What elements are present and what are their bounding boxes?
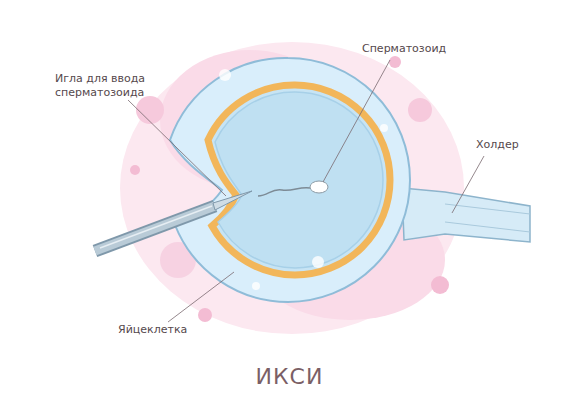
needle-label: Игла для ввода сперматозоида: [55, 72, 155, 100]
egg-label: Яйцеклетка: [118, 323, 228, 337]
highlight: [312, 256, 324, 268]
holder-label: Холдер: [476, 138, 556, 152]
highlight: [380, 124, 388, 132]
sperm-label: Сперматозоид: [362, 42, 472, 56]
sperm-head: [310, 181, 328, 193]
pink-dot: [431, 276, 449, 294]
pink-dot: [136, 96, 164, 124]
sperm-tail: [258, 188, 310, 196]
leader-line: [128, 100, 226, 196]
egg-membrane: [208, 85, 390, 275]
needle-body: [95, 206, 215, 251]
holder-channel: [445, 204, 530, 232]
pink-dot: [389, 56, 401, 68]
pink-dot: [198, 308, 212, 322]
highlight: [252, 282, 260, 290]
pink-dot: [408, 98, 432, 122]
leader-line: [452, 156, 484, 213]
caption: ИКСИ: [0, 364, 579, 389]
background-blob: [120, 42, 464, 334]
needle-body: [95, 206, 215, 251]
pink-dot: [130, 165, 140, 175]
needle-shine: [100, 206, 212, 248]
highlight: [219, 69, 231, 81]
holder-pipette: [402, 188, 530, 242]
leader-line: [323, 60, 390, 182]
needle-tip: [213, 191, 252, 210]
leader-line: [168, 272, 234, 322]
zona-pellucida: [170, 58, 410, 302]
